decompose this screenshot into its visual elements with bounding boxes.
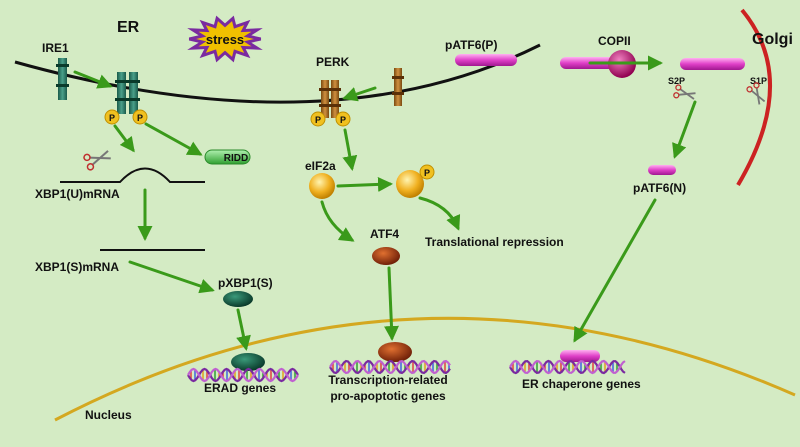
stress-burst-icon: stress: [187, 15, 263, 63]
atf6-precursor-label: pATF6(P): [445, 38, 497, 52]
ridd-label: RIDD: [224, 153, 248, 164]
perk-sensor-inactive-icon: [392, 68, 404, 106]
eif2a-phospho-tag: P: [419, 164, 435, 180]
translational-repression-label: Translational repression: [425, 235, 564, 249]
xbp1-unspliced-mrna-line: [60, 167, 205, 183]
scissors-icon: [83, 150, 111, 171]
perk-phospho-right: P: [335, 111, 351, 127]
arrow-perk-to-eif2a: [342, 128, 358, 171]
dna-helix-chaperone-icon: [509, 359, 626, 375]
arrow-atf6-to-nucleus: [573, 198, 657, 343]
arrow-golgi-to-cleaved: [672, 100, 697, 159]
eif2a-label: eIF2a: [305, 159, 336, 173]
s1p-label: S1P: [750, 76, 767, 86]
dna-helix-erad-icon: [187, 367, 299, 383]
arrow-to-translational-repression: [418, 196, 461, 231]
s1p-scissors-icon: [746, 82, 766, 105]
arrow-ire1-to-ridd: [144, 122, 203, 156]
dna-helix-apoptotic-icon: [329, 359, 451, 375]
ridd-pill: RIDD: [204, 149, 251, 165]
svg-text:P: P: [340, 115, 346, 125]
atf6-bound-icon: [560, 350, 600, 362]
arrow-mrna-to-xbp1: [128, 260, 215, 294]
arrow-xbp1-to-nucleus: [236, 308, 251, 351]
arrow-ire1-dimerize: [73, 70, 113, 89]
copii-label: COPII: [598, 34, 631, 48]
arrow-ire1-to-splice: [113, 124, 135, 153]
arrow-eif2a-phosphorylation: [336, 176, 393, 192]
atf6-precursor-icon: [455, 54, 517, 66]
pro-apoptotic-genes-line2: pro-apoptotic genes: [330, 389, 446, 403]
svg-text:P: P: [109, 113, 115, 123]
eif2a-icon: [309, 173, 335, 199]
stress-label: stress: [206, 32, 244, 47]
arrow-atf4-to-nucleus: [383, 266, 399, 341]
atf6-in-golgi-icon: [680, 58, 745, 70]
ire1-label: IRE1: [42, 41, 69, 55]
erad-genes-label: ERAD genes: [204, 381, 276, 395]
golgi-membrane: [736, 8, 772, 187]
xbp1-protein-icon: [223, 291, 253, 307]
xbp1-protein-label: pXBP1(S): [218, 276, 273, 290]
atf4-bound-icon: [378, 342, 412, 362]
xbp1-unspliced-label: XBP1(U)mRNA: [35, 187, 120, 201]
xbp1-spliced-label: XBP1(S)mRNA: [35, 260, 119, 274]
svg-text:P: P: [315, 115, 321, 125]
perk-phospho-left: P: [310, 111, 326, 127]
pro-apoptotic-genes-line1: Transcription-related: [328, 373, 447, 387]
ire1-phospho-left: P: [104, 109, 120, 125]
svg-text:P: P: [137, 113, 143, 123]
perk-dimer-icon: [319, 80, 341, 118]
ire1-phospho-right: P: [132, 109, 148, 125]
ire1-sensor-inactive-icon: [56, 58, 69, 100]
eif2a-phospho-icon: [396, 170, 424, 198]
er-chaperone-genes-label: ER chaperone genes: [522, 377, 641, 391]
golgi-label: Golgi: [752, 31, 793, 48]
s2p-scissors-icon: [673, 84, 696, 100]
atf6-in-copii-icon: [560, 57, 615, 69]
atf4-icon: [372, 247, 400, 265]
svg-text:P: P: [424, 168, 430, 178]
arrow-perk-dimerize: [342, 86, 377, 102]
nuclear-envelope: [54, 316, 796, 422]
arrow-eif2a-to-atf4: [320, 200, 355, 242]
s2p-label: S2P: [668, 76, 685, 86]
atf6-cleaved-icon: [648, 165, 676, 175]
nucleus-label: Nucleus: [85, 408, 132, 422]
atf6-cleaved-label: pATF6(N): [633, 181, 686, 195]
er-label: ER: [117, 19, 140, 36]
xbp1-bound-icon: [231, 353, 265, 371]
ire1-dimer-icon: [115, 72, 140, 114]
perk-label: PERK: [316, 55, 350, 69]
atf4-label: ATF4: [370, 227, 399, 241]
